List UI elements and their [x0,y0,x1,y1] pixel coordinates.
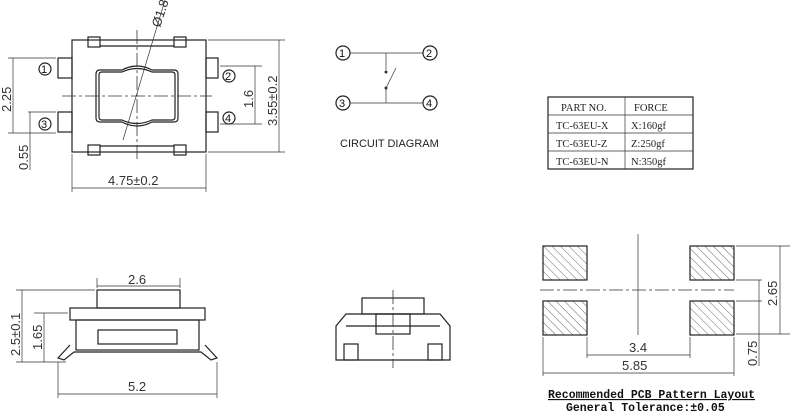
dim-4-75: 4.75±0.2 [108,173,159,188]
pin-2-label: 2 [225,71,231,83]
dim-0-55: 0.55 [16,145,31,170]
pin-3-label: 3 [41,119,47,131]
dim-3-55: 3.55±0.2 [265,75,280,126]
parts-table: PART NO. FORCE TC-63EU-X X:160gf TC-63EU… [547,96,694,170]
table-cell: TC-63EU-N [556,157,609,168]
dim-1-6: 1.6 [241,90,256,108]
diameter-label: Ø1.8 [149,0,172,29]
circuit-pin-2: 2 [426,48,432,60]
pin-1-label: 1 [41,64,47,76]
table-cell: X:160gf [631,121,667,132]
front-view [335,290,451,368]
pcb-caption: Recommended PCB Pattern Layout [548,389,755,402]
circuit-pin-1: 1 [339,48,345,60]
dim-1-65: 1.65 [30,325,45,350]
dim-2-25: 2.25 [0,87,14,112]
pcb-layout: 3.4 5.85 2.65 0.75 Recommended PCB Patte… [540,234,790,413]
dim-5-2: 5.2 [128,379,146,394]
dim-5-85: 5.85 [622,358,647,373]
dim-2-5: 2.5±0.1 [8,313,23,356]
table-header-force: FORCE [634,103,668,114]
tolerance-note: General Tolerance:±0.05 [566,402,725,413]
table-cell: N:350gf [631,157,667,168]
table-cell: TC-63EU-Z [556,139,607,150]
dim-0-75: 0.75 [745,341,760,366]
table-header-part: PART NO. [561,103,606,114]
circuit-pin-4: 4 [426,98,432,110]
circuit-pin-3: 3 [339,98,345,110]
top-view: Ø1.8 1 2 3 4 2.25 0.55 1.6 3.55±0.2 4.75… [0,0,285,192]
dim-3-4: 3.4 [629,340,647,355]
table-cell: Z:250gf [631,139,665,150]
circuit-title: CIRCUIT DIAGRAM [340,138,439,150]
pin-4-label: 4 [225,113,231,125]
dim-2-6: 2.6 [128,272,146,287]
side-view: 2.6 5.2 2.5±0.1 1.65 [8,272,219,398]
dim-2-65: 2.65 [765,281,780,306]
circuit-diagram: 1 2 3 4 CIRCUIT DIAGRAM [335,45,439,150]
table-cell: TC-63EU-X [556,121,609,132]
